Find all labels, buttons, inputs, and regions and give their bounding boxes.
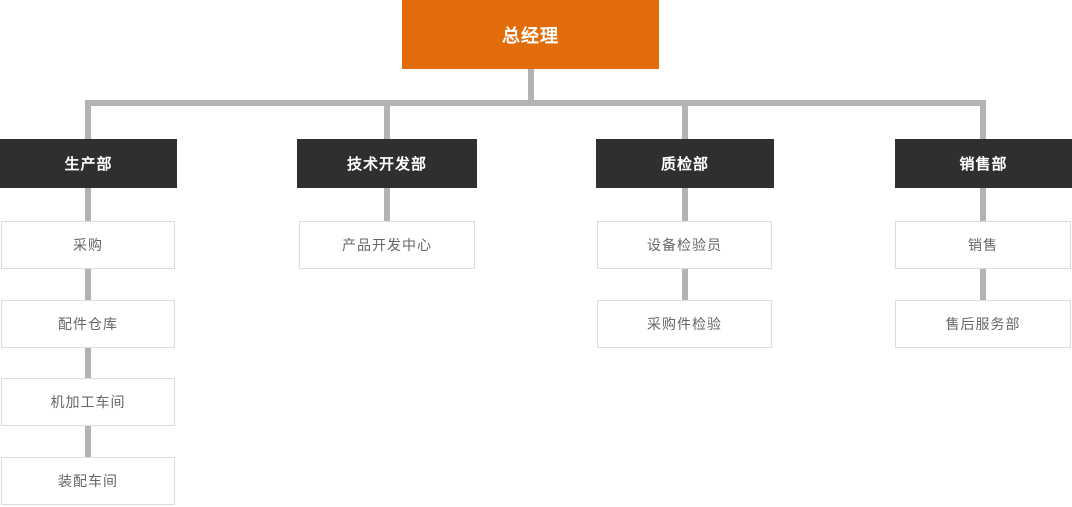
- sub-parts-warehouse: 配件仓库: [1, 300, 175, 348]
- sub-machining-workshop: 机加工车间: [1, 378, 175, 426]
- sub-sales: 销售: [895, 221, 1071, 269]
- connector-production-stem-4: [85, 426, 91, 457]
- connector-quality-stem-2: [682, 269, 688, 300]
- connector-production-stem-2: [85, 269, 91, 300]
- node-general-manager: 总经理: [402, 0, 659, 69]
- connector-sales-stem-2: [980, 269, 986, 300]
- connector-production-stem-1: [85, 188, 91, 221]
- dept-quality-inspection: 质检部: [596, 139, 774, 188]
- connector-sales-stem-1: [980, 188, 986, 221]
- connector-production-stem-3: [85, 348, 91, 378]
- sub-purchasing: 采购: [1, 221, 175, 269]
- connector-horizontal-bar: [85, 100, 986, 106]
- dept-tech-development: 技术开发部: [297, 139, 477, 188]
- connector-dept-stem-tech-development: [384, 106, 390, 139]
- connector-root-stem: [528, 69, 534, 106]
- sub-assembly-workshop: 装配车间: [1, 457, 175, 505]
- dept-production: 生产部: [0, 139, 177, 188]
- connector-dept-stem-sales: [980, 106, 986, 139]
- connector-dept-stem-production: [85, 106, 91, 139]
- connector-quality-stem-1: [682, 188, 688, 221]
- dept-sales: 销售部: [895, 139, 1072, 188]
- connector-dept-stem-quality-inspection: [682, 106, 688, 139]
- sub-after-sales-service: 售后服务部: [895, 300, 1071, 348]
- sub-equipment-inspector: 设备检验员: [597, 221, 772, 269]
- sub-product-dev-center: 产品开发中心: [299, 221, 475, 269]
- sub-purchased-parts-inspection: 采购件检验: [597, 300, 772, 348]
- connector-tech-stem-1: [384, 188, 390, 221]
